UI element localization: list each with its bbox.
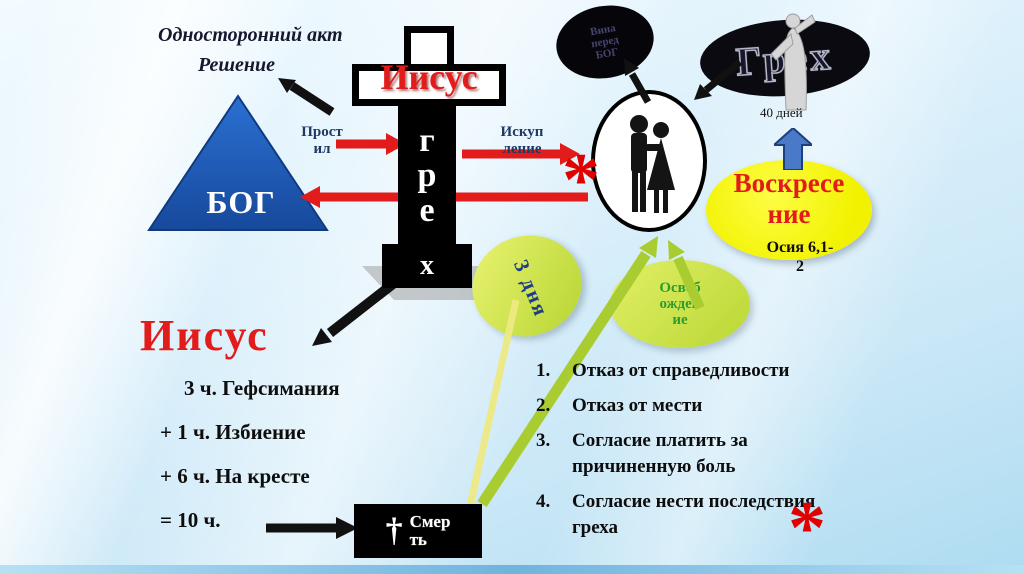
resurrection-ellipse [706, 160, 872, 260]
list-item: 4. Согласие нести последствия греха [536, 491, 816, 538]
liberation-line1: Освоб [659, 280, 701, 296]
up-arrow-icon [774, 128, 812, 170]
guilt-ellipse: Вина перед БОГ [550, 0, 660, 86]
time-item-gethsemane: 3 ч. Гефсимания [184, 376, 340, 400]
bottom-accent-strip [0, 565, 1024, 574]
guilt-line3: БОГ [594, 45, 620, 62]
liberation-line2: ожден [659, 296, 701, 312]
resurrection-line2: ние [767, 199, 811, 229]
cross-vertical-bar: г р е [398, 104, 456, 246]
decision-text-line1: Односторонний акт [158, 24, 343, 46]
scripture-ref-line1: Осия 6,1- [766, 239, 834, 256]
death-label: Смер ть [409, 512, 451, 549]
sin-letter: х [420, 250, 434, 281]
list-item: 3. Согласие платить за причиненную боль [536, 430, 748, 477]
list-item: 2. Отказ от мести [536, 395, 703, 416]
forgave-label: Прост ил [301, 124, 343, 157]
redemption-label: Искуп ление [500, 124, 544, 157]
asterisk-mark: * [788, 486, 826, 570]
asterisk-mark: * [562, 138, 600, 222]
scripture-reference: Осия 6,1- 2 [748, 238, 852, 276]
cross-jesus-title: Иисус [380, 57, 478, 97]
resurrection-line1: Воскресе [733, 168, 845, 198]
statue-icon [770, 13, 816, 111]
sin-letter: р [417, 156, 437, 194]
sin-letter: е [419, 191, 435, 229]
resurrection-label: Воскресе ние [712, 168, 866, 230]
forty-days-label: 40 дней [760, 105, 803, 120]
cross-base: х [382, 244, 472, 288]
time-item-cross: + 6 ч. На кресте [160, 464, 310, 488]
scripture-ref-line2: 2 [796, 258, 804, 275]
jesus-heading: Иисус [140, 311, 269, 360]
three-days-label: 3 дня [509, 255, 554, 321]
liberation-ellipse: Освоб ожден ие [610, 260, 750, 348]
god-label: БОГ [206, 184, 276, 220]
couple-circle [591, 90, 707, 232]
time-item-beating: + 1 ч. Избиение [160, 420, 306, 444]
list-item: 1. Отказ от справедливости [536, 360, 790, 381]
couple-silhouette-icon [630, 115, 675, 213]
decision-text-line2: Решение [198, 54, 276, 76]
death-cross-icon: † [385, 512, 403, 549]
death-box: † Смер ть [354, 504, 482, 558]
cross-to-jesus-arrow-icon [312, 276, 402, 346]
sin-letter: г [419, 121, 435, 159]
liberation-line3: ие [672, 312, 688, 328]
agreements-list: 1. Отказ от справедливости 2. Отказ от м… [536, 358, 828, 550]
